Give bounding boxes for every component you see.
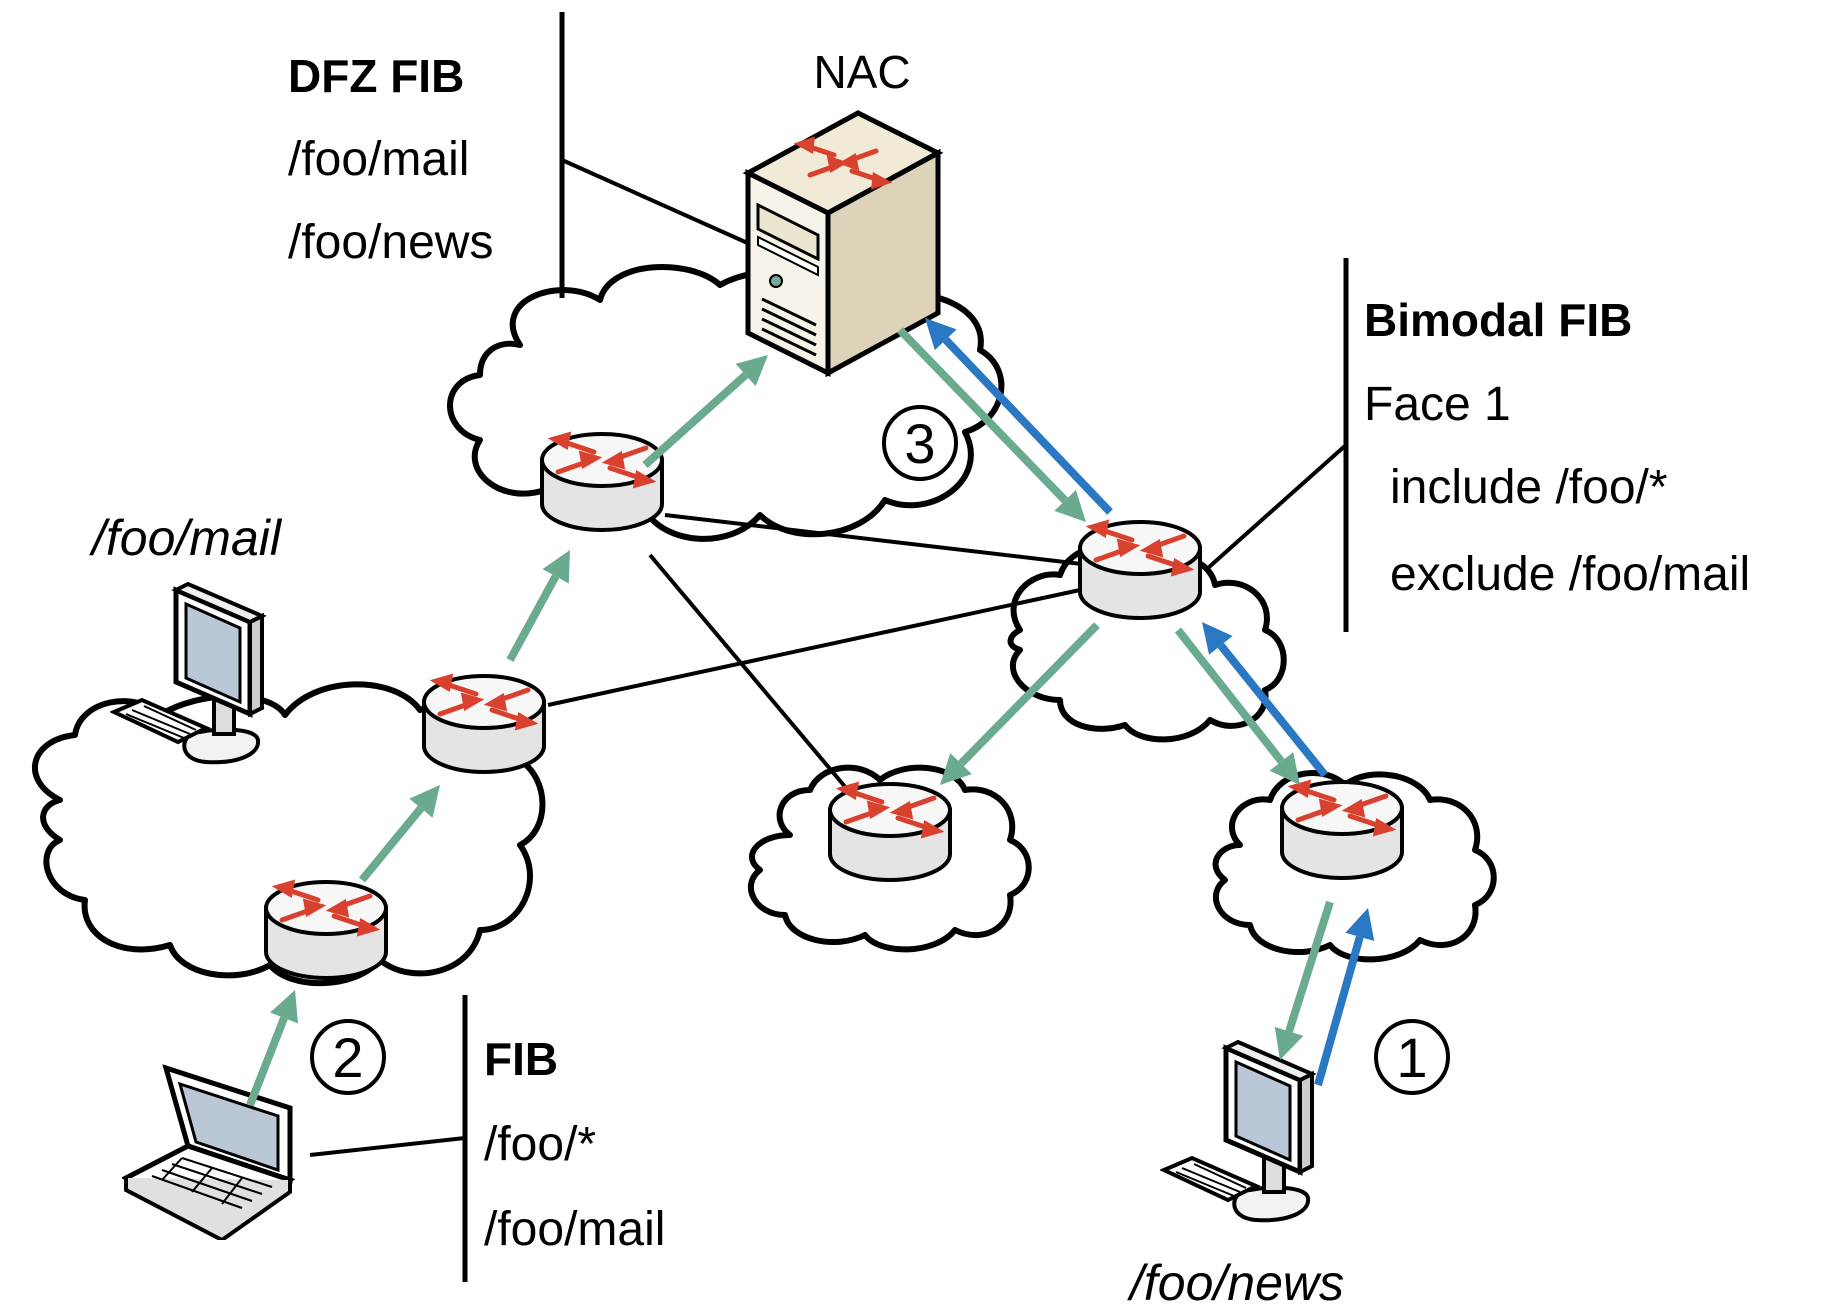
fib-title: FIB <box>484 1033 558 1085</box>
news-host-label: /foo/news <box>1127 1255 1344 1311</box>
fib-entry: /foo/* <box>484 1118 596 1171</box>
dfz-fib-entry: /foo/mail <box>288 133 469 186</box>
router-icon <box>1282 782 1402 878</box>
step-number-3: 3 <box>904 412 935 475</box>
link-r1-r4 <box>648 553 854 797</box>
data-arrow <box>1202 622 1329 778</box>
step-number-1: 1 <box>1396 1026 1427 1089</box>
step-number-2: 2 <box>332 1026 363 1089</box>
server-tower-icon <box>742 110 944 378</box>
fib-table: FIB /foo/* /foo/mail <box>462 995 665 1282</box>
arrow-layer <box>246 318 1375 1107</box>
laptop-icon <box>126 1068 290 1240</box>
interest-arrow <box>642 355 768 468</box>
bimodal-fib-table: Bimodal FIB Face 1 include /foo/* exclud… <box>1343 258 1750 632</box>
dfz-fib-entry: /foo/news <box>288 216 493 269</box>
step-marker-3: 3 <box>882 405 958 481</box>
router-icon <box>542 434 662 530</box>
interest-arrow <box>1174 627 1300 785</box>
bimodal-fib-face: Face 1 <box>1364 378 1511 431</box>
fib-entry: /foo/mail <box>484 1203 665 1256</box>
interest-arrow <box>897 327 1086 522</box>
step-marker-2: 2 <box>310 1019 386 1095</box>
data-arrow <box>925 318 1113 515</box>
interest-arrow <box>940 622 1100 785</box>
desktop-computer-icon <box>1164 1042 1312 1220</box>
link-r2-r3 <box>547 588 1081 707</box>
mail-host-label: /foo/mail <box>89 510 283 566</box>
router-icon <box>830 784 950 880</box>
router-icon <box>1080 522 1200 618</box>
dfz-fib-callout <box>561 158 753 247</box>
cloud-icon <box>31 681 546 987</box>
bimodal-fib-callout <box>1206 443 1348 570</box>
bimodal-fib-title: Bimodal FIB <box>1364 294 1632 346</box>
router-icon <box>266 882 386 978</box>
interest-arrow <box>506 550 570 662</box>
router-icon <box>424 676 544 772</box>
step-marker-1: 1 <box>1374 1019 1450 1095</box>
interest-arrow <box>358 785 440 883</box>
link-r1-r3 <box>664 513 1091 567</box>
dfz-fib-title: DFZ FIB <box>288 50 464 102</box>
interest-arrow <box>1274 900 1334 1060</box>
fib-callout <box>309 1136 466 1157</box>
data-arrow <box>1314 908 1375 1087</box>
interest-arrow <box>246 990 299 1107</box>
dfz-fib-table: DFZ FIB /foo/mail /foo/news <box>288 12 565 298</box>
bimodal-fib-rule: include /foo/* <box>1390 461 1668 514</box>
nac-label: NAC <box>813 46 910 98</box>
bimodal-fib-rule: exclude /foo/mail <box>1390 548 1750 601</box>
